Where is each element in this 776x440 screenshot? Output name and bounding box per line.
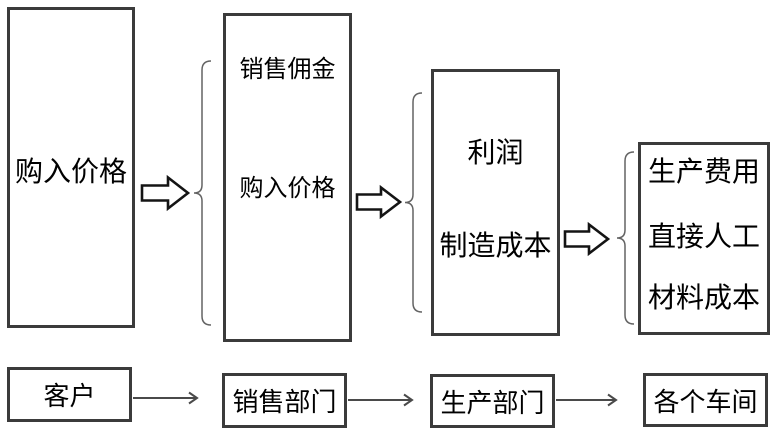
box-customer: 客户: [7, 367, 132, 422]
text-production-expense: 生产费用: [647, 156, 760, 187]
curly-brace-icon: [616, 151, 635, 325]
text-material-cost: 材料成本: [647, 282, 760, 313]
text-workshops: 各个车间: [653, 386, 758, 417]
text-customer: 客户: [43, 381, 96, 411]
text-sales-department: 销售部门: [232, 387, 337, 417]
box-purchase-price: 购入价格: [7, 7, 135, 328]
text-manufacturing-cost: 制造成本: [439, 230, 552, 261]
flow-arrow-icon: [133, 391, 199, 405]
text-production-department: 生产部门: [440, 387, 545, 418]
flow-arrow-icon: [556, 393, 618, 407]
box-sales-department: 销售部门: [222, 373, 347, 428]
text-direct-labor: 直接人工: [647, 221, 760, 252]
box-production-department: 生产部门: [430, 374, 555, 428]
curly-brace-icon: [404, 92, 423, 313]
box-factory-price-breakdown: 利润 制造成本: [431, 69, 560, 336]
text-sales-commission: 销售佣金: [239, 56, 336, 83]
flow-arrow-icon: [348, 393, 414, 407]
text-purchase-price: 购入价格: [14, 156, 127, 187]
text-purchase-price: 购入价格: [239, 175, 336, 202]
block-arrow-icon: [355, 184, 403, 220]
block-arrow-icon: [140, 174, 191, 212]
box-manufacturing-cost-breakdown: 生产费用 直接人工 材料成本: [638, 142, 770, 335]
text-profit: 利润: [467, 137, 524, 168]
curly-brace-icon: [193, 60, 212, 326]
block-arrow-icon: [563, 221, 611, 257]
box-workshops: 各个车间: [643, 373, 768, 427]
box-sales-price-breakdown: 销售佣金 购入价格: [223, 13, 352, 342]
